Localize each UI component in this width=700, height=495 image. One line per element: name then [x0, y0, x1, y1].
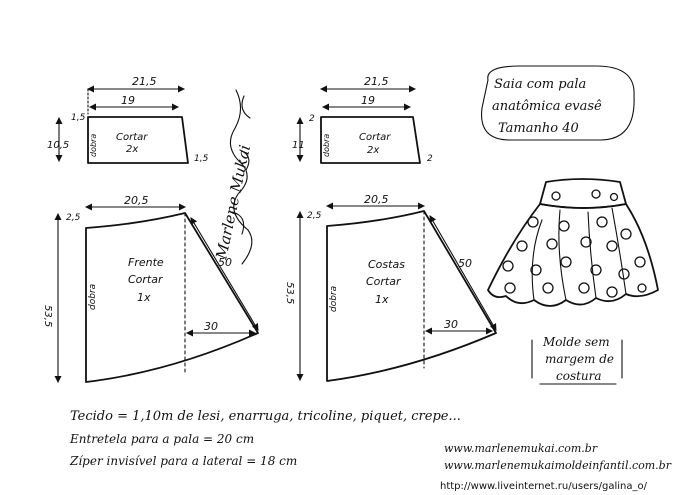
- back-yoke-right-small: 2: [427, 154, 433, 164]
- back-panel-diagonal-dim: [429, 215, 497, 331]
- back-panel-hem-offset: 30: [444, 318, 458, 331]
- front-yoke-fold-label: dobra: [89, 134, 98, 157]
- front-panel-name: Frente: [128, 256, 164, 269]
- back-panel-top-width: 20,5: [364, 193, 389, 206]
- website-2: www.marlenemukaimoldeinfantil.com.br: [444, 459, 672, 472]
- seam-note-line-1: Molde sem: [542, 335, 610, 349]
- websites: www.marlenemukai.com.br www.marlenemukai…: [444, 442, 672, 472]
- back-panel-cut-qty: 1x: [375, 293, 389, 306]
- front-yoke-left-height: 10,5: [47, 140, 69, 151]
- title-bubble: [481, 65, 635, 141]
- back-yoke-fold-label: dobra: [322, 134, 331, 157]
- back-panel-fold-label: dobra: [329, 286, 339, 312]
- front-yoke-cut-qty: 2x: [126, 144, 138, 155]
- back-yoke-top-width: 21,5: [364, 75, 389, 88]
- front-panel-diagonal-dim: [190, 217, 259, 331]
- back-yoke-piece: 21,5 19 11 2 2 dobra Cortar 2x: [292, 75, 433, 164]
- note-fabric: Tecido = 1,10m de lesi, enarruga, tricol…: [70, 409, 461, 424]
- back-panel-diagonal: 50: [458, 257, 472, 270]
- title-line-2: anatômica evasê: [492, 99, 602, 114]
- seam-note: Molde sem margem de costura: [531, 335, 623, 385]
- seam-note-line-2: margem de: [545, 352, 614, 366]
- note-zipper: Zíper invisível para a lateral = 18 cm: [69, 454, 297, 468]
- signature-mark: Marlene Mukai: [212, 89, 254, 265]
- back-panel-height: 53,5: [284, 282, 295, 304]
- back-yoke-cut-label: Cortar: [359, 132, 391, 143]
- front-yoke-right-small: 1,5: [194, 154, 209, 164]
- back-panel-outline: [326, 210, 497, 382]
- back-yoke-left-small: 2: [309, 114, 315, 124]
- title-note: Saia com pala anatômica evasê Tamanho 40: [481, 65, 635, 141]
- front-panel-top-width: 20,5: [124, 194, 149, 207]
- front-panel-fold-label: dobra: [88, 284, 98, 310]
- front-panel-top-small: 2,5: [66, 213, 81, 223]
- skirt-flower-print: [502, 189, 647, 298]
- front-panel-piece: 20,5 2,5 53,5 50 30 dobra Frente Cortar …: [42, 194, 259, 383]
- material-notes: Tecido = 1,10m de lesi, enarruga, tricol…: [69, 409, 461, 468]
- signature-text: Marlene Mukai: [212, 143, 254, 262]
- seam-note-line-3: costura: [556, 369, 602, 383]
- back-yoke-left-height: 11: [292, 140, 305, 151]
- front-yoke-top-width: 21,5: [132, 75, 157, 88]
- website-1: www.marlenemukai.com.br: [444, 442, 598, 455]
- back-yoke-outline: [320, 116, 421, 164]
- title-line-1: Saia com pala: [494, 77, 586, 92]
- back-panel-cut-label: Cortar: [366, 275, 402, 288]
- note-interfacing: Entretela para a pala = 20 cm: [69, 432, 254, 446]
- back-yoke-cut-qty: 2x: [367, 145, 379, 156]
- front-yoke-piece: 21,5 19 10,5 1,5 1,5 dobra Cortar 2x: [47, 75, 209, 164]
- back-panel-name: Costas: [368, 258, 405, 271]
- skirt-body: [487, 203, 659, 307]
- front-panel-height: 53,5: [42, 305, 53, 327]
- front-yoke-left-small: 1,5: [71, 113, 86, 123]
- front-yoke-outline: [87, 116, 189, 164]
- skirt-illustration: [487, 178, 659, 307]
- front-panel-cut-qty: 1x: [137, 291, 151, 304]
- front-panel-hem-offset: 30: [204, 320, 218, 333]
- back-yoke-inner-width: 19: [361, 94, 375, 107]
- footer-url[interactable]: http://www.liveinternet.ru/users/galina_…: [440, 481, 648, 492]
- back-panel-top-small: 2,5: [307, 211, 322, 221]
- front-panel-diagonal: 50: [218, 256, 232, 269]
- front-panel-cut-label: Cortar: [128, 273, 164, 286]
- front-yoke-cut-label: Cortar: [116, 132, 148, 143]
- back-panel-piece: 20,5 2,5 53,5 50 30 dobra Costas Cortar …: [284, 193, 497, 382]
- front-yoke-inner-width: 19: [121, 94, 135, 107]
- title-line-3: Tamanho 40: [498, 121, 579, 136]
